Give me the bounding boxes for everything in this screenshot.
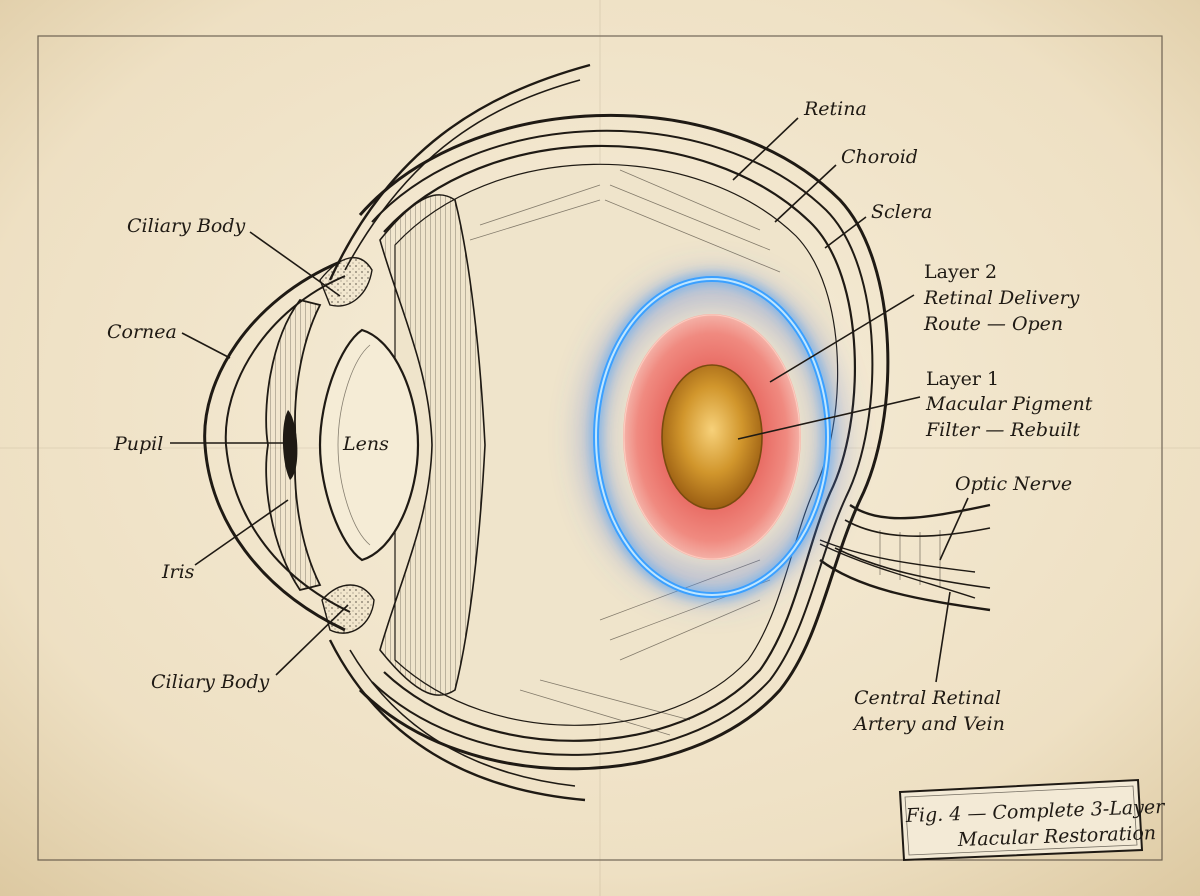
label-optic-nerve: Optic Nerve	[955, 473, 1072, 495]
leader-lines	[170, 117, 969, 683]
lens	[318, 328, 420, 562]
layer2-line1: Retinal Delivery	[923, 287, 1080, 309]
figure-caption-stamp: Fig. 4 — Complete 3-Layer Macular Restor…	[898, 778, 1167, 862]
label-central-retinal-2: Artery and Vein	[852, 713, 1005, 735]
layer2-title: Layer 2	[924, 261, 997, 283]
ciliary-body-top	[319, 257, 373, 307]
ciliary-body-bottom	[321, 584, 375, 634]
label-ciliary-body-bottom: Ciliary Body	[151, 671, 270, 693]
label-central-retinal-1: Central Retinal	[854, 687, 1001, 709]
label-sclera: Sclera	[871, 201, 932, 223]
label-pupil: Pupil	[113, 433, 163, 455]
vitreous-hatching	[469, 169, 781, 736]
label-ciliary-body-top: Ciliary Body	[127, 215, 246, 237]
label-cornea: Cornea	[107, 321, 177, 343]
label-choroid: Choroid	[841, 146, 918, 168]
ciliary-muscle	[379, 194, 486, 696]
layer1-title: Layer 1	[926, 368, 999, 390]
label-lens: Lens	[342, 433, 389, 455]
iris	[265, 298, 322, 592]
label-retina: Retina	[803, 98, 867, 120]
inner-frame	[37, 35, 1163, 861]
macular-layers	[574, 265, 850, 609]
layer1-line1: Macular Pigment	[925, 393, 1093, 415]
macula-core	[661, 364, 763, 510]
optic-nerve	[819, 503, 991, 612]
label-iris: Iris	[161, 561, 195, 583]
layer2-line2: Route — Open	[923, 313, 1063, 335]
layer1-line2: Filter — Rebuilt	[925, 419, 1080, 441]
